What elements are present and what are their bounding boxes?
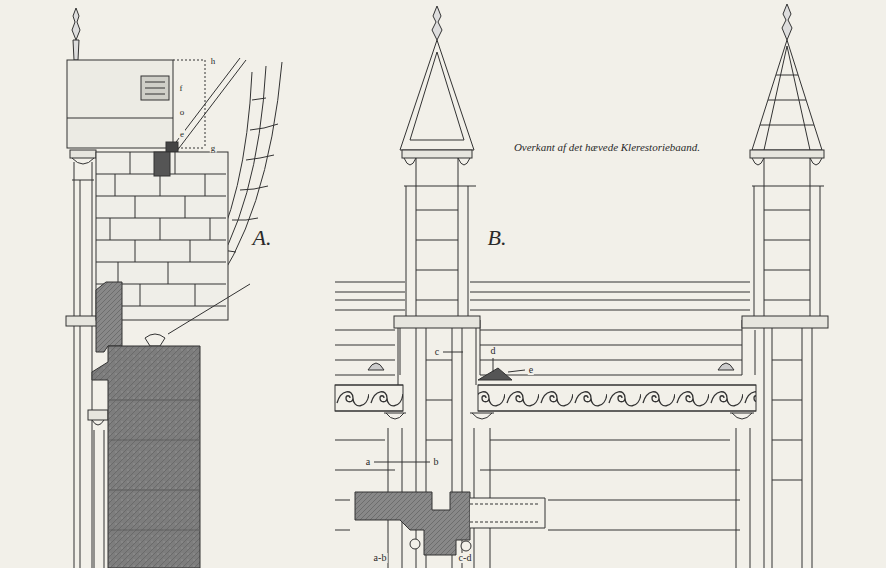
reference-letter: e: [528, 365, 534, 375]
reference-letter: a: [365, 457, 371, 467]
reference-letter: g: [210, 144, 217, 153]
reference-letter: e: [179, 130, 185, 139]
reference-letter: o: [179, 108, 186, 117]
reference-letter: c-d: [458, 553, 473, 563]
reference-letter: d: [490, 346, 497, 356]
reference-letter: b: [433, 457, 440, 467]
reference-letter: a-b: [373, 553, 388, 563]
section-letter: B.: [487, 227, 508, 249]
reference-letter: c: [434, 347, 440, 357]
reference-letter: f: [179, 84, 184, 93]
section-letter: A.: [252, 227, 273, 249]
level-note: Overkant af det hævede Klerestoriebaand.: [513, 142, 701, 153]
reference-letter: h: [210, 57, 217, 66]
